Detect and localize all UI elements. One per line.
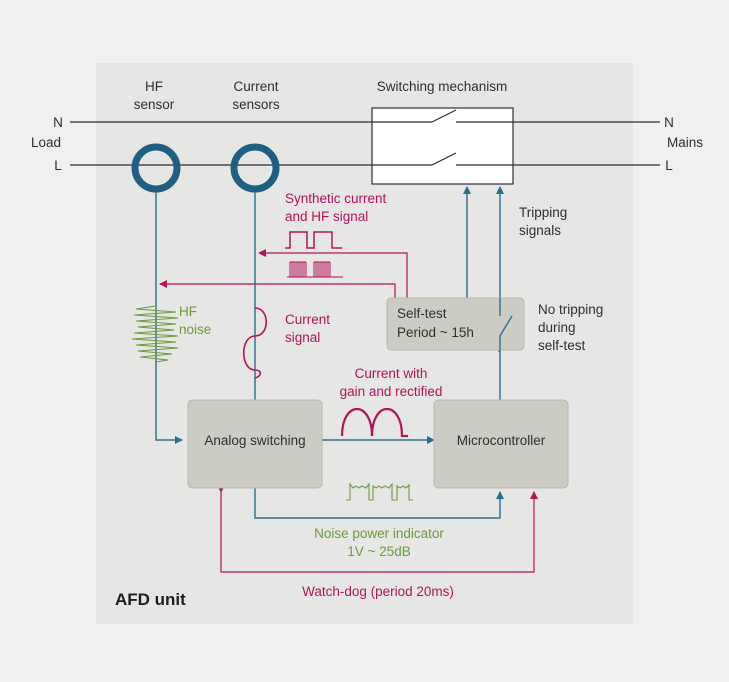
microcontroller-label: Microcontroller bbox=[457, 433, 546, 448]
synthetic-hf-line bbox=[159, 280, 396, 298]
l-switch-blade bbox=[431, 152, 457, 166]
microcontroller-block bbox=[433, 399, 569, 489]
hf-sensor-label-1: HF bbox=[145, 79, 163, 94]
hf-sensor-label-2: sensor bbox=[134, 97, 175, 112]
tripping-label-1: Tripping bbox=[519, 205, 567, 220]
switching-mechanism-label: Switching mechanism bbox=[377, 79, 508, 94]
n-switch-blade bbox=[431, 109, 457, 123]
n-right-label: N bbox=[664, 115, 674, 130]
noise-power-label-2: 1V ~ 25dB bbox=[347, 544, 410, 559]
l-right-label: L bbox=[665, 158, 673, 173]
analog-switching-label: Analog switching bbox=[204, 433, 305, 448]
self-test-label-1: Self-test bbox=[397, 306, 447, 321]
current-sensor-ring bbox=[230, 143, 280, 193]
synthetic-label-1: Synthetic current bbox=[285, 191, 387, 206]
switching-mechanism-box bbox=[371, 107, 514, 185]
watchdog-line bbox=[217, 485, 538, 573]
l-left-label: L bbox=[54, 158, 62, 173]
hf-sensor-ring bbox=[131, 143, 181, 193]
hf-noise-label-2: noise bbox=[179, 322, 211, 337]
current-sensors-label-1: Current bbox=[233, 79, 278, 94]
noise-power-label-1: Noise power indicator bbox=[314, 526, 444, 541]
no-tripping-label-1: No tripping bbox=[538, 302, 603, 317]
tripping-label-2: signals bbox=[519, 223, 561, 238]
synthetic-pulse-waveform bbox=[285, 231, 342, 249]
self-test-block bbox=[386, 297, 525, 351]
afd-unit-panel bbox=[96, 63, 633, 624]
rectified-waveform bbox=[340, 408, 408, 438]
current-signal-waveform bbox=[242, 307, 268, 379]
current-sensors-label-2: sensors bbox=[232, 97, 280, 112]
hf-signal-line bbox=[155, 192, 183, 444]
mains-label: Mains bbox=[667, 135, 703, 150]
no-tripping-label-3: self-test bbox=[538, 338, 586, 353]
synthetic-current-line bbox=[258, 249, 408, 298]
n-left-label: N bbox=[53, 115, 63, 130]
synthetic-label-2: and HF signal bbox=[285, 209, 368, 224]
hf-noise-label-1: HF bbox=[179, 304, 197, 319]
self-test-switch-blade bbox=[499, 315, 513, 337]
gain-label-1: Current with bbox=[355, 366, 428, 381]
current-signal-label-2: signal bbox=[285, 330, 320, 345]
analog-switching-block bbox=[187, 399, 323, 489]
noise-power-waveform bbox=[346, 482, 413, 501]
noise-power-line bbox=[254, 488, 504, 519]
watchdog-label: Watch-dog (period 20ms) bbox=[302, 584, 454, 599]
no-tripping-label-2: during bbox=[538, 320, 576, 335]
current-signal-label-1: Current bbox=[285, 312, 330, 327]
hf-burst-waveform bbox=[287, 261, 343, 278]
hf-noise-waveform bbox=[131, 305, 179, 363]
afd-unit-label: AFD unit bbox=[115, 590, 186, 609]
self-test-label-2: Period ~ 15h bbox=[397, 325, 474, 340]
load-label: Load bbox=[31, 135, 61, 150]
gain-label-2: gain and rectified bbox=[340, 384, 443, 399]
